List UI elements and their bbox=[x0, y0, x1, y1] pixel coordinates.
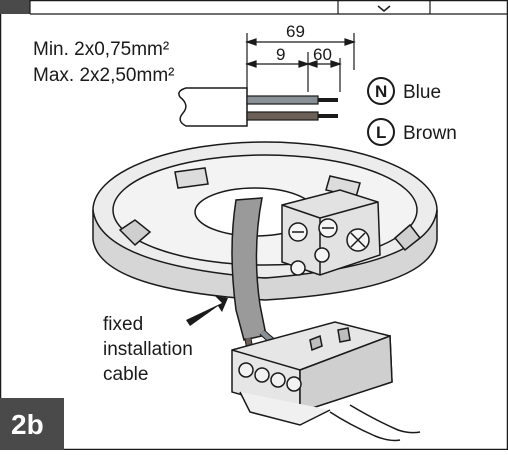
step-badge-label: 2b bbox=[11, 409, 44, 440]
dimension-total: 69 bbox=[286, 22, 305, 41]
terminal-n-letter: N bbox=[375, 82, 387, 101]
terminal-n-label: Blue bbox=[403, 82, 441, 103]
dimension-strip: 60 bbox=[313, 45, 332, 64]
l-circle-icon bbox=[367, 118, 395, 146]
callout-arrow-icon bbox=[186, 296, 228, 326]
blue-wire bbox=[246, 95, 319, 105]
cable-callout-line-1: fixed bbox=[103, 314, 143, 335]
cable-callout-line-3: cable bbox=[103, 364, 148, 385]
brown-wire-tip bbox=[318, 114, 338, 118]
dimension-sheath: 9 bbox=[276, 45, 285, 64]
brown-wire bbox=[246, 111, 319, 121]
step-badge bbox=[0, 398, 64, 450]
dimension-lines bbox=[245, 33, 356, 92]
terminal-n: N Blue bbox=[367, 77, 441, 105]
connector-block-illustration bbox=[231, 321, 421, 442]
wire-spec-min: Min. 2x0,75mm² bbox=[33, 39, 169, 60]
stripped-cable-illustration bbox=[178, 87, 338, 127]
terminal-l: L Brown bbox=[367, 118, 457, 146]
wire-spec-max: Max. 2x2,50mm² bbox=[33, 65, 174, 86]
top-strip bbox=[0, 0, 508, 15]
mounting-base-illustration bbox=[92, 141, 438, 301]
blue-wire-tip bbox=[318, 98, 338, 102]
n-circle-icon bbox=[367, 77, 395, 105]
terminal-l-label: Brown bbox=[403, 123, 457, 144]
terminal-l-letter: L bbox=[376, 123, 386, 142]
cable-callout-line-2: installation bbox=[103, 339, 193, 360]
